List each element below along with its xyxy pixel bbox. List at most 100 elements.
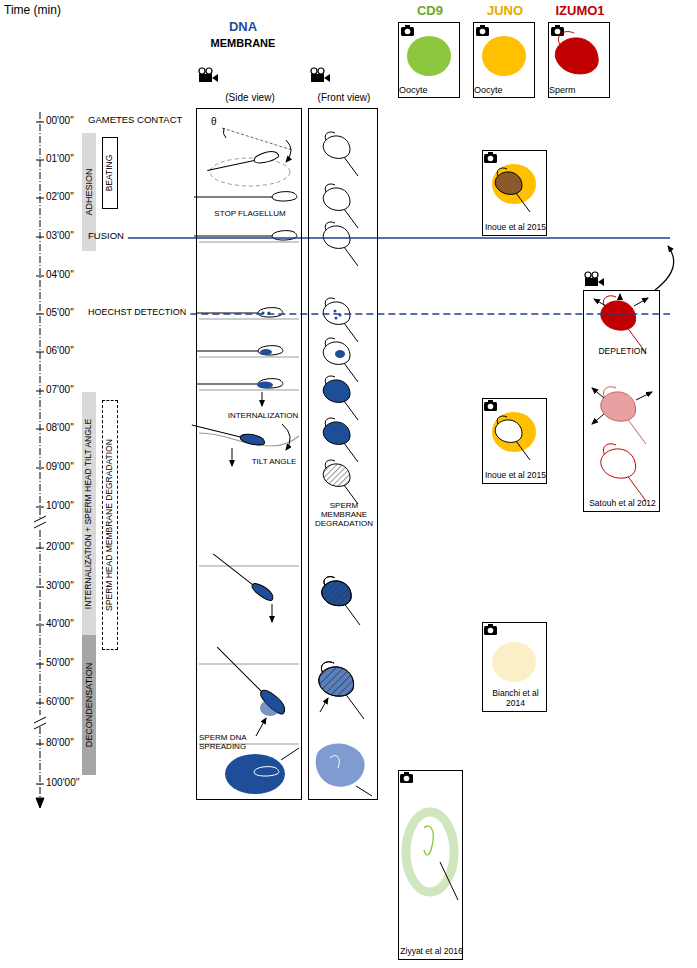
camera-icon — [404, 772, 409, 775]
sperm-head — [495, 420, 522, 443]
camera-icon — [484, 402, 497, 411]
arrow — [592, 414, 604, 424]
sperm-head — [323, 226, 350, 249]
oocyte-membrane — [199, 663, 299, 664]
sperm-tail — [217, 647, 261, 691]
camera-icon — [555, 29, 561, 35]
sperm-front — [323, 460, 358, 504]
protein-header: IZUMO1 — [539, 4, 621, 19]
camera-icon — [476, 27, 489, 36]
camera-icon — [400, 774, 413, 783]
beat-arrow — [286, 140, 291, 162]
band-label: BEATING — [105, 155, 115, 192]
sperm-head — [254, 767, 279, 776]
axis-tick — [36, 237, 44, 238]
sperm-hook — [325, 184, 335, 192]
sperm-head — [495, 172, 522, 195]
sperm-hook — [325, 298, 335, 306]
time-mark: 02'00'' — [46, 191, 74, 203]
sperm-head — [253, 150, 279, 164]
phase-band: INTERNALIZATION + SPERM HEAD TILT ANGLE — [82, 392, 96, 635]
sperm-tail — [344, 443, 358, 462]
image-box: Inoue et al 2015 — [482, 150, 547, 236]
sperm-tail — [344, 157, 358, 176]
sperm-outline — [330, 756, 339, 768]
sperm-tail — [628, 476, 646, 501]
node-label: (Side view) — [187, 92, 313, 104]
arrow — [620, 294, 621, 300]
sperm-hook — [324, 577, 335, 586]
sperm-tail — [628, 419, 646, 444]
axis-break — [34, 717, 46, 723]
camera-icon — [404, 776, 410, 782]
sperm-tail — [194, 197, 272, 198]
time-axis — [34, 112, 46, 808]
sperm-front — [601, 296, 646, 353]
phase-band: DECONDENSATION — [82, 635, 96, 775]
oocyte-membrane — [199, 565, 299, 566]
column-header: DNA — [213, 20, 273, 35]
axis-tick — [36, 507, 44, 508]
sperm-head — [319, 667, 354, 696]
arrow — [320, 698, 328, 712]
sperm-hook — [325, 132, 335, 140]
sperm-front — [322, 577, 351, 606]
sperm-side — [254, 767, 279, 776]
axis-tick — [36, 429, 44, 430]
dna-blob — [257, 382, 273, 389]
sperm-front — [323, 338, 358, 382]
sperm-front — [495, 168, 530, 212]
camera-icon — [480, 29, 486, 35]
axis-tick — [36, 587, 44, 588]
sperm-head — [323, 342, 350, 365]
sperm-hook — [497, 168, 507, 176]
oocyte-cd9 — [407, 36, 451, 76]
camera-icon — [488, 152, 493, 155]
image-box: JUNOOocyte — [473, 22, 535, 98]
sperm-tail — [346, 694, 364, 719]
band-label: ADHESION — [84, 168, 94, 215]
axis-line — [40, 112, 41, 518]
axis-tick — [36, 352, 44, 353]
oocyte-juno-faint — [492, 642, 536, 682]
oocyte-juno — [492, 164, 536, 204]
oocyte-juno — [482, 36, 526, 76]
node-label: INTERNALIZATION — [225, 411, 301, 420]
image-box: CD9Oocyte — [398, 22, 460, 98]
camera-icon — [488, 400, 493, 403]
sperm-head — [319, 667, 354, 696]
axis-tick — [36, 664, 44, 665]
sperm-head — [323, 136, 350, 159]
time-mark: 10'00'' — [46, 500, 74, 512]
video-icon — [585, 272, 591, 278]
sperm-front — [601, 387, 646, 444]
dna-spreading — [260, 700, 280, 716]
arrow — [592, 388, 604, 398]
axis-arrowhead — [36, 798, 44, 808]
camera-icon — [488, 156, 494, 162]
arrow — [636, 392, 652, 400]
node-label: (Front view) — [297, 92, 391, 104]
sperm-head — [323, 422, 350, 445]
sperm-side — [211, 550, 276, 604]
node-label: Satouh et al 2012 — [585, 499, 660, 509]
dna-blob — [260, 349, 272, 355]
oocyte-membrane — [199, 389, 299, 390]
sperm-side — [206, 150, 279, 174]
oocyte-cd9-ring — [406, 812, 454, 892]
camera-icon — [555, 25, 560, 28]
node-label: TILT ANGLE — [247, 457, 301, 466]
sperm-tail — [196, 384, 258, 385]
band-label: DECONDENSATION — [84, 663, 94, 747]
video-panel: (Side view)STOP FLAGELLUMINTERNALIZATION… — [196, 108, 302, 800]
node-label: Bianchi et al 2014 — [484, 689, 547, 709]
time-mark: 01'00'' — [46, 153, 74, 165]
sperm-head — [250, 580, 275, 603]
oocyte-juno — [492, 412, 536, 452]
sperm-front — [323, 376, 358, 420]
sperm-side — [196, 308, 283, 317]
camera-icon — [551, 27, 564, 36]
axis-tick — [36, 625, 44, 626]
camera-icon — [488, 628, 494, 634]
time-mark: 05'00'' — [46, 307, 74, 319]
